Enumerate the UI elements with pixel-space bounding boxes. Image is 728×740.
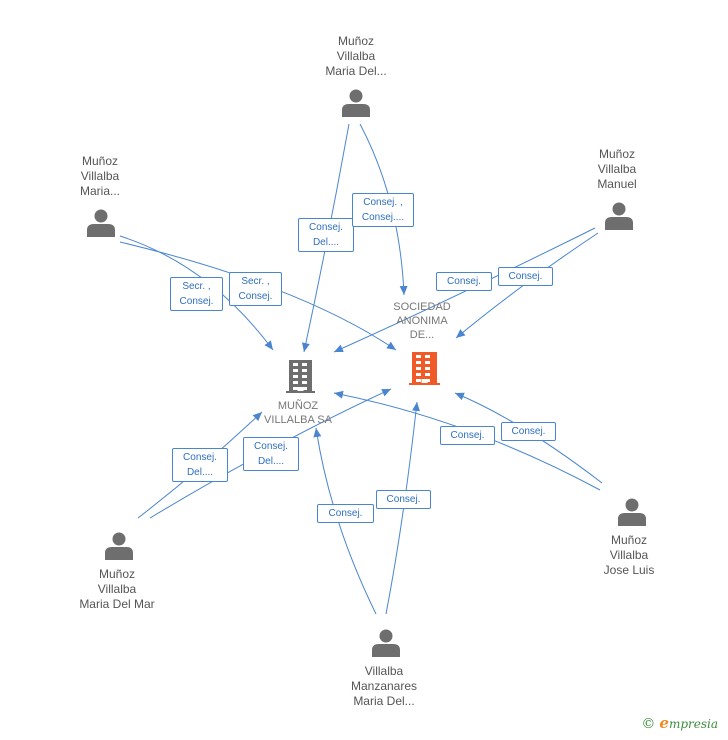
edge-label-e12[interactable]: Consej. Del.... <box>243 437 299 471</box>
edge-label-e10[interactable]: Consej. <box>317 504 374 523</box>
edge-label-e4[interactable]: Secr. , Consej. <box>229 272 282 306</box>
person-name-p4[interactable]: Muñoz Villalba Jose Luis <box>603 533 655 577</box>
edge-label-e8[interactable]: Consej. <box>501 422 556 441</box>
person-icon-p5[interactable] <box>372 629 400 658</box>
edge-line-10 <box>385 401 420 615</box>
node-icons <box>87 89 646 658</box>
edge-label-e11[interactable]: Consej. Del.... <box>172 448 228 482</box>
edge-label-e5[interactable]: Consej. <box>436 272 492 291</box>
person-name-p6[interactable]: Muñoz Villalba Maria Del Mar <box>79 567 155 611</box>
edge-label-e3[interactable]: Secr. , Consej. <box>170 277 223 311</box>
person-icon-p4[interactable] <box>618 498 646 527</box>
person-name-p3[interactable]: Muñoz Villalba Manuel <box>597 147 637 191</box>
person-icon-p3[interactable] <box>605 202 633 231</box>
edge-label-e9[interactable]: Consej. <box>376 490 431 509</box>
edge-label-e1[interactable]: Consej. Del.... <box>298 218 354 252</box>
empresia-brand[interactable]: ©empresia <box>641 714 718 732</box>
building-icon-c1[interactable] <box>286 360 315 393</box>
edge-label-e6[interactable]: Consej. <box>498 267 553 286</box>
person-icon-p2[interactable] <box>87 209 115 238</box>
person-name-p2[interactable]: Muñoz Villalba Maria... <box>79 154 120 198</box>
person-icon-p6[interactable] <box>105 532 133 561</box>
person-icon-p1[interactable] <box>342 89 370 118</box>
brand-name: mpresia <box>668 717 718 731</box>
company-name-c2[interactable]: SOCIEDAD ANONIMA DE... <box>393 301 451 341</box>
person-name-p5[interactable]: Villalba Manzanares Maria Del... <box>350 664 418 708</box>
edge-label-e2[interactable]: Consej. , Consej.... <box>352 193 414 227</box>
company-name-c1[interactable]: MUÑOZ VILLALBA SA <box>264 400 332 426</box>
person-name-p1[interactable]: Muñoz Villalba Maria Del... <box>325 34 387 78</box>
brand-initial: e <box>659 714 669 732</box>
edge-line-5 <box>333 227 596 353</box>
copyright-icon: © <box>641 716 656 732</box>
edge-label-e7[interactable]: Consej. <box>440 426 495 445</box>
building-icon-c2[interactable] <box>409 352 440 385</box>
